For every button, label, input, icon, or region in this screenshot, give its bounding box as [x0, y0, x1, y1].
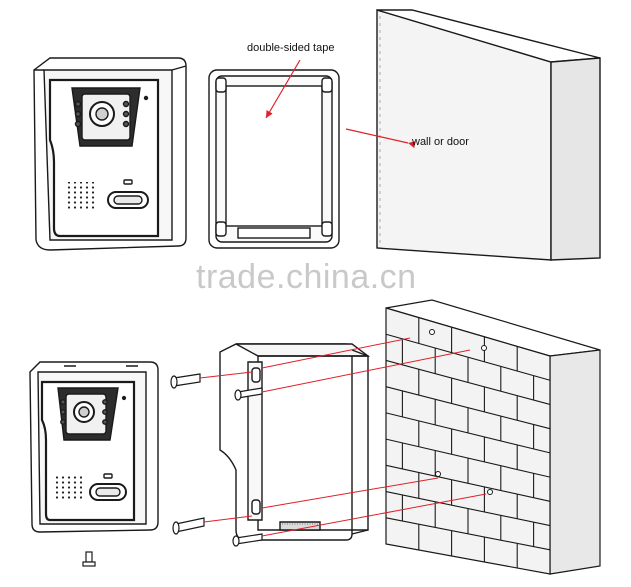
wall-label: wall or door — [412, 136, 469, 148]
tape-arrow — [265, 59, 301, 119]
doorbell-unit-top — [33, 57, 187, 251]
wall-arrow — [345, 128, 416, 149]
screw-upper-left-icon — [170, 373, 201, 389]
brick-wall — [385, 299, 601, 575]
alignment-lines — [199, 337, 487, 537]
doorbell-unit-bottom — [29, 361, 159, 533]
wall-or-door-top — [376, 9, 601, 261]
watermark: trade.china.cn — [196, 258, 417, 296]
screw-upper-right-icon — [234, 387, 263, 401]
screw-lower-left-icon — [172, 517, 205, 535]
wall-holes — [429, 329, 493, 495]
bottom-screw-icon — [82, 551, 96, 567]
tape-label: double-sided tape — [247, 42, 335, 54]
screw-lower-right-icon — [232, 533, 263, 547]
mounting-plate-top — [208, 69, 340, 249]
